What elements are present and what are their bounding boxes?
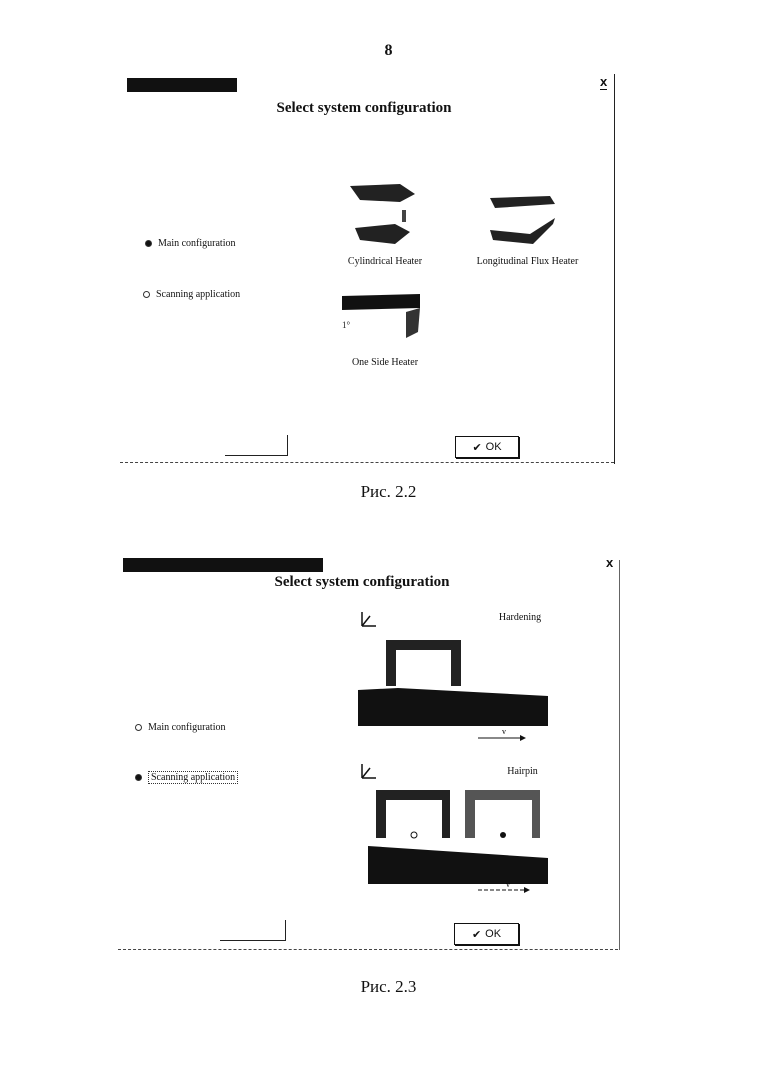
radio-main-configuration[interactable]: Main configuration [145, 238, 235, 249]
status-field [225, 435, 288, 456]
dialog-bottom-border [118, 949, 618, 950]
hairpin-image[interactable]: v [358, 762, 553, 897]
checkmark-icon: ✔ [472, 441, 482, 454]
dialog-titlebar [123, 558, 323, 572]
checkmark-icon: ✔ [471, 928, 482, 941]
config-label: One Side Heater [351, 357, 419, 368]
status-field [220, 920, 286, 941]
axes-icon [361, 764, 376, 779]
config-label: Longitudinal Flux Heater [476, 256, 579, 267]
radio-unselected-icon [143, 291, 150, 298]
velocity-label: v [506, 880, 510, 889]
axes-icon [361, 612, 376, 627]
radio-label: Main configuration [158, 238, 236, 249]
figure-caption: Рис. 2.3 [360, 977, 417, 996]
longitudinal-flux-heater-image[interactable] [485, 190, 560, 250]
radio-selected-icon [135, 774, 142, 781]
one-side-heater-image[interactable]: 1° [340, 290, 425, 350]
ok-button[interactable]: ✔ OK [454, 923, 519, 945]
dialog-title: Select system configuration [276, 100, 452, 116]
dialog-border [619, 560, 620, 950]
page-number: 8 [384, 42, 393, 59]
dialog-bottom-border [120, 462, 614, 463]
radio-label: Scanning application [156, 289, 241, 300]
radio-label: Main configuration [148, 722, 226, 733]
close-button[interactable]: x [600, 74, 608, 90]
radio-selected-icon [145, 240, 152, 247]
dialog-border [614, 74, 615, 464]
config-label: Hairpin [507, 766, 538, 777]
figure-caption: Рис. 2.2 [360, 482, 417, 501]
dialog-title: Select system configuration [274, 574, 450, 590]
radio-scanning-application[interactable]: Scanning application [135, 771, 239, 784]
dialog-titlebar [127, 78, 237, 92]
ok-label: OK [485, 441, 502, 453]
radio-scanning-application[interactable]: Scanning application [143, 289, 240, 300]
config-label: Hardening [498, 612, 542, 623]
ok-button[interactable]: ✔ OK [455, 436, 519, 458]
velocity-label: v [502, 727, 506, 736]
radio-main-configuration[interactable]: Main configuration [135, 722, 225, 733]
config-label: Cylindrical Heater [347, 256, 423, 267]
hardening-image[interactable]: v [358, 610, 553, 745]
radio-unselected-icon [135, 724, 142, 731]
ok-label: OK [485, 928, 502, 940]
cylindrical-heater-image[interactable] [340, 180, 425, 252]
close-button[interactable]: x [606, 555, 614, 570]
svg-text:1°: 1° [342, 320, 351, 330]
radio-label: Scanning application [148, 771, 239, 784]
